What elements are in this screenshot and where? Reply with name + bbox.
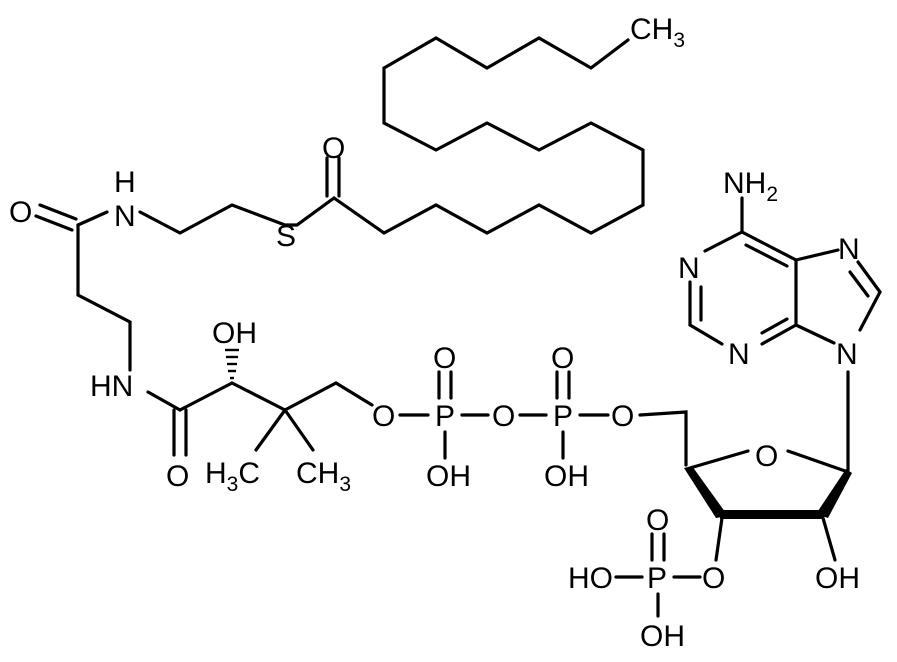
- atom-h3c-left: H3C: [205, 457, 260, 496]
- amide1-co-bond-2: [34, 214, 74, 232]
- hashed-wedge: [225, 348, 239, 380]
- atom-p2-o: O: [551, 342, 574, 375]
- atom-p3-oh1: HO: [568, 562, 613, 595]
- pantoate-chain: [230, 381, 374, 412]
- c5-n7-bond: [794, 248, 840, 262]
- cysteamine-chain: [138, 196, 336, 235]
- atom-o-ribose-ring: O: [755, 440, 778, 473]
- atom-p3: P: [647, 562, 667, 595]
- o-c5-bond: [638, 410, 688, 467]
- atom-n9-purine: N: [836, 338, 858, 371]
- atom-s-thioester: S: [276, 220, 296, 253]
- atom-o-thioester: O: [322, 132, 345, 165]
- c3-o-bond: [714, 516, 724, 562]
- atom-labels: O H N S O CH3 NH2 N N N N HN OH O H3C CH…: [9, 13, 860, 653]
- atom-n3-purine: N: [728, 338, 750, 371]
- atom-n7-purine: N: [838, 233, 860, 266]
- n9-c4-bond: [794, 323, 836, 345]
- atom-nh2-amino: NH2: [723, 167, 778, 206]
- atom-p3-o: O: [646, 504, 669, 537]
- c8-n9-bond: [858, 290, 882, 332]
- atom-hn-amide2: HN: [90, 370, 133, 403]
- methyl-left-bond: [254, 408, 287, 452]
- c6-c5-bond: [740, 230, 798, 262]
- bonds: [34, 36, 882, 618]
- ribose-c4-c3-wedge: [684, 466, 728, 518]
- atom-oh-chiral: OH: [212, 317, 257, 350]
- atom-n-amide1: N: [114, 200, 136, 233]
- n1-c6-bond: [703, 230, 744, 253]
- n3-c2-bond: [688, 323, 724, 346]
- ribose-c4-o: [688, 449, 750, 470]
- atom-p1: P: [435, 400, 455, 433]
- n7-c8-bond: [856, 260, 882, 294]
- beta-alanine-chain: [76, 223, 132, 372]
- ribose-o-c1: [786, 449, 850, 474]
- atom-p1-o: O: [433, 342, 456, 375]
- ribose-c3-c2-bold: [720, 510, 824, 519]
- c4-n3-bond: [760, 323, 798, 346]
- atom-p2-oh: OH: [544, 460, 589, 493]
- atom-ch3-right: CH3: [296, 457, 351, 496]
- c4-n3-inner: [760, 317, 789, 335]
- amide1-cn-bond: [76, 210, 109, 227]
- fatty-acyl-chain-upper: [332, 36, 645, 235]
- atom-h-amide1: H: [114, 166, 136, 199]
- atom-n1-purine: N: [678, 252, 700, 285]
- atom-p3-oh2: OH: [640, 620, 685, 653]
- atom-ch3-terminal: CH3: [630, 13, 685, 52]
- atom-p1-oh: OH: [426, 460, 471, 493]
- atom-o-ester1: O: [372, 400, 395, 433]
- atom-o-3prime: O: [702, 562, 725, 595]
- amide2-nc-bond: [146, 390, 182, 412]
- atom-o-amide2: O: [166, 460, 189, 493]
- n7-c8-inner: [848, 270, 870, 298]
- amide2-cc-bond: [178, 381, 234, 412]
- atom-o-ester2: O: [611, 400, 634, 433]
- ribose-c1-c2-wedge: [816, 469, 852, 518]
- atom-o-amide1: O: [9, 196, 32, 229]
- atom-o-bridge: O: [492, 400, 515, 433]
- c2-oh-bond: [821, 516, 837, 562]
- methyl-right-bond: [283, 408, 315, 452]
- atom-oh-2prime: OH: [815, 562, 860, 595]
- c6-c5-inner: [744, 243, 789, 268]
- amide1-co-bond-1: [38, 203, 78, 221]
- atom-p2: P: [553, 400, 573, 433]
